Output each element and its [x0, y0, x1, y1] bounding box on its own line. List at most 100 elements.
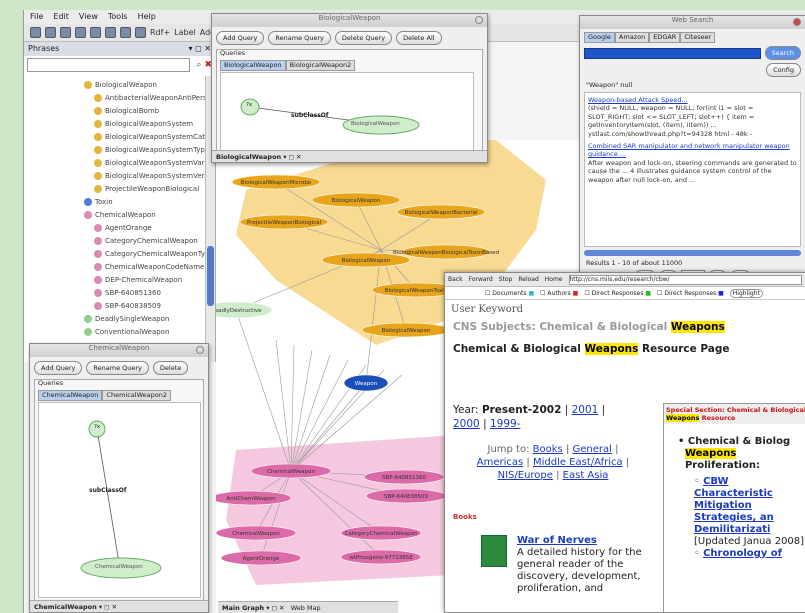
menu-file[interactable]: File	[30, 12, 44, 21]
jump-nis-link[interactable]: NIS/Europe	[497, 470, 553, 481]
back-button[interactable]: Back	[448, 276, 463, 283]
chem-graph-node[interactable]	[220, 550, 302, 566]
tree-node[interactable]: ProjectileWeaponBiological	[94, 184, 199, 194]
close-icon[interactable]	[475, 16, 483, 24]
reload-button[interactable]: Reload	[518, 276, 539, 283]
year-link-2001[interactable]: 2001	[571, 404, 599, 416]
delete-query-button[interactable]: Delete Query	[334, 31, 393, 45]
query-var-node[interactable]	[88, 420, 106, 438]
jump-eastasia-link[interactable]: East Asia	[562, 470, 609, 481]
home-button[interactable]: Home	[544, 276, 563, 283]
close-icon[interactable]	[793, 18, 801, 26]
delete-all-button[interactable]: Delete All	[396, 31, 442, 45]
tree-node[interactable]: CategoryChemicalWeaponType	[94, 249, 214, 259]
year-link-2000[interactable]: 2000	[453, 418, 480, 430]
tab-chem-2[interactable]: ChemicalWeapon2	[102, 390, 171, 401]
bio-graph-node[interactable]	[401, 244, 491, 260]
grid-icon[interactable]	[75, 27, 86, 38]
tree-node[interactable]: AntibacterialWeaponAntiPersonnel	[94, 93, 214, 103]
tree-node[interactable]: BiologicalWeaponSystemVariant	[94, 158, 214, 168]
menu-view[interactable]: View	[78, 12, 98, 21]
bio-graph-node[interactable]	[396, 204, 486, 220]
engine-select[interactable]	[584, 47, 761, 59]
tree-node[interactable]: ChemicalWeapon	[84, 210, 156, 220]
chronology-link[interactable]: Chronology of	[703, 548, 783, 559]
tree-node[interactable]: BiologicalWeaponSystemCategory	[94, 132, 214, 142]
close-icon[interactable]	[196, 346, 204, 354]
jump-mideast-link[interactable]: Middle East/Africa	[532, 457, 623, 468]
tab-bio-1[interactable]: BiologicalWeapon	[220, 60, 286, 71]
search-icon[interactable]: ⌕	[196, 60, 202, 70]
menu-tools[interactable]: Tools	[107, 12, 128, 21]
tree-node[interactable]: SBP-640838509	[94, 301, 161, 311]
chem-graph-node[interactable]	[215, 525, 297, 541]
panel-controls-icon[interactable]: ▾ ◻ ✕	[188, 44, 211, 53]
tree-scroll-thumb[interactable]	[207, 246, 214, 306]
result-link[interactable]: Combined SAR manipulator and network man…	[588, 142, 790, 159]
cbw-link[interactable]: CBW Characteristic Mitigation Strategies…	[694, 476, 774, 535]
tab-google[interactable]: Google	[584, 32, 615, 43]
results-scrollbar[interactable]	[584, 250, 801, 256]
tab-web-map[interactable]: Web Map	[290, 604, 321, 612]
add-query-button[interactable]: Add Query	[216, 31, 265, 45]
label-button[interactable]: Label	[174, 28, 196, 37]
tree-node[interactable]: Toxin	[84, 197, 113, 207]
year-link-1999[interactable]: 1999-	[489, 418, 521, 430]
url-input[interactable]: http://cns.miis.edu/research/cbw/	[568, 274, 802, 285]
book-cover-image[interactable]	[481, 535, 507, 567]
config-button[interactable]: Config	[766, 63, 801, 77]
tab-chem-1[interactable]: ChemicalWeapon	[38, 390, 103, 401]
direct-responses-checkbox[interactable]: ☐ Direct Responses ■	[584, 289, 652, 297]
print-icon[interactable]	[120, 27, 131, 38]
clear-icon[interactable]: ✖	[204, 60, 212, 70]
search-button[interactable]: Search	[764, 46, 801, 60]
tree-node[interactable]: DeadlySingleWeapon	[84, 314, 169, 324]
delete-query-button[interactable]: Delete	[152, 361, 189, 375]
chem-graph-node[interactable]	[250, 463, 332, 479]
highlight-button[interactable]: Highlight	[729, 288, 763, 298]
stop-button[interactable]: Stop	[498, 276, 513, 283]
query-class-node[interactable]	[342, 115, 420, 135]
chem-graph-node[interactable]	[340, 525, 422, 541]
bio-graph-node[interactable]	[231, 174, 321, 190]
result-link[interactable]: Weapon-based Attack Speed...	[588, 96, 688, 104]
tab-citeseer[interactable]: Citeseer	[680, 32, 716, 43]
tree-node[interactable]: BiologicalBomb	[94, 106, 159, 116]
bio-graph-node[interactable]	[239, 214, 329, 230]
zoom-icon[interactable]	[135, 27, 146, 38]
add-query-button[interactable]: Add Query	[34, 361, 83, 375]
tree-node[interactable]: ChemicalWeaponCodeName	[94, 262, 204, 272]
bio-graph-node[interactable]	[321, 252, 411, 268]
jump-americas-link[interactable]: Americas	[476, 457, 524, 468]
rename-query-button[interactable]: Rename Query	[86, 361, 149, 375]
tree-node[interactable]: AgentOrange	[94, 223, 152, 233]
bio-query-canvas[interactable]: ?x subClassOf BiologicalWeapon	[220, 72, 474, 154]
tree-node[interactable]: BiologicalWeaponSystem	[94, 119, 193, 129]
tree-node[interactable]: BiologicalWeaponSystemVersion	[94, 171, 214, 181]
new-icon[interactable]	[30, 27, 41, 38]
menu-help[interactable]: Help	[137, 12, 156, 21]
rdf-button[interactable]: Rdf+	[150, 28, 171, 37]
authors-checkbox[interactable]: ☐ Authors ■	[540, 289, 579, 297]
tab-edgar[interactable]: EDGAR	[649, 32, 681, 43]
tab-amazon[interactable]: Amazon	[614, 32, 650, 43]
jump-books-link[interactable]: Books	[532, 444, 563, 455]
tab-bio-2[interactable]: BiologicalWeapon2	[285, 60, 356, 71]
query-class-node[interactable]	[80, 557, 162, 579]
phrase-search-input[interactable]	[27, 58, 191, 72]
chem-query-canvas[interactable]: ?x subClassOf ChemicalWeapon	[38, 402, 201, 598]
chem-graph-node[interactable]	[340, 549, 422, 565]
open-icon[interactable]	[45, 27, 56, 38]
tree-node[interactable]: ConventionalWeapon	[84, 327, 169, 337]
layout-icon[interactable]	[105, 27, 116, 38]
tree-scrollbar[interactable]	[205, 76, 215, 362]
tree-node[interactable]: SBP-640851360	[94, 288, 161, 298]
tree-node[interactable]: CategoryChemicalWeapon	[94, 236, 198, 246]
jump-general-link[interactable]: General	[572, 444, 612, 455]
forward-button[interactable]: Forward	[468, 276, 493, 283]
tree-node[interactable]: BiologicalWeaponSystemType	[94, 145, 209, 155]
weapon-center-node[interactable]	[343, 374, 389, 392]
tree-node[interactable]: DEP-ChemicalWeapon	[94, 275, 182, 285]
save-icon[interactable]	[60, 27, 71, 38]
direct-responses-2-checkbox[interactable]: ☐ Direct Responses ■	[657, 289, 724, 297]
